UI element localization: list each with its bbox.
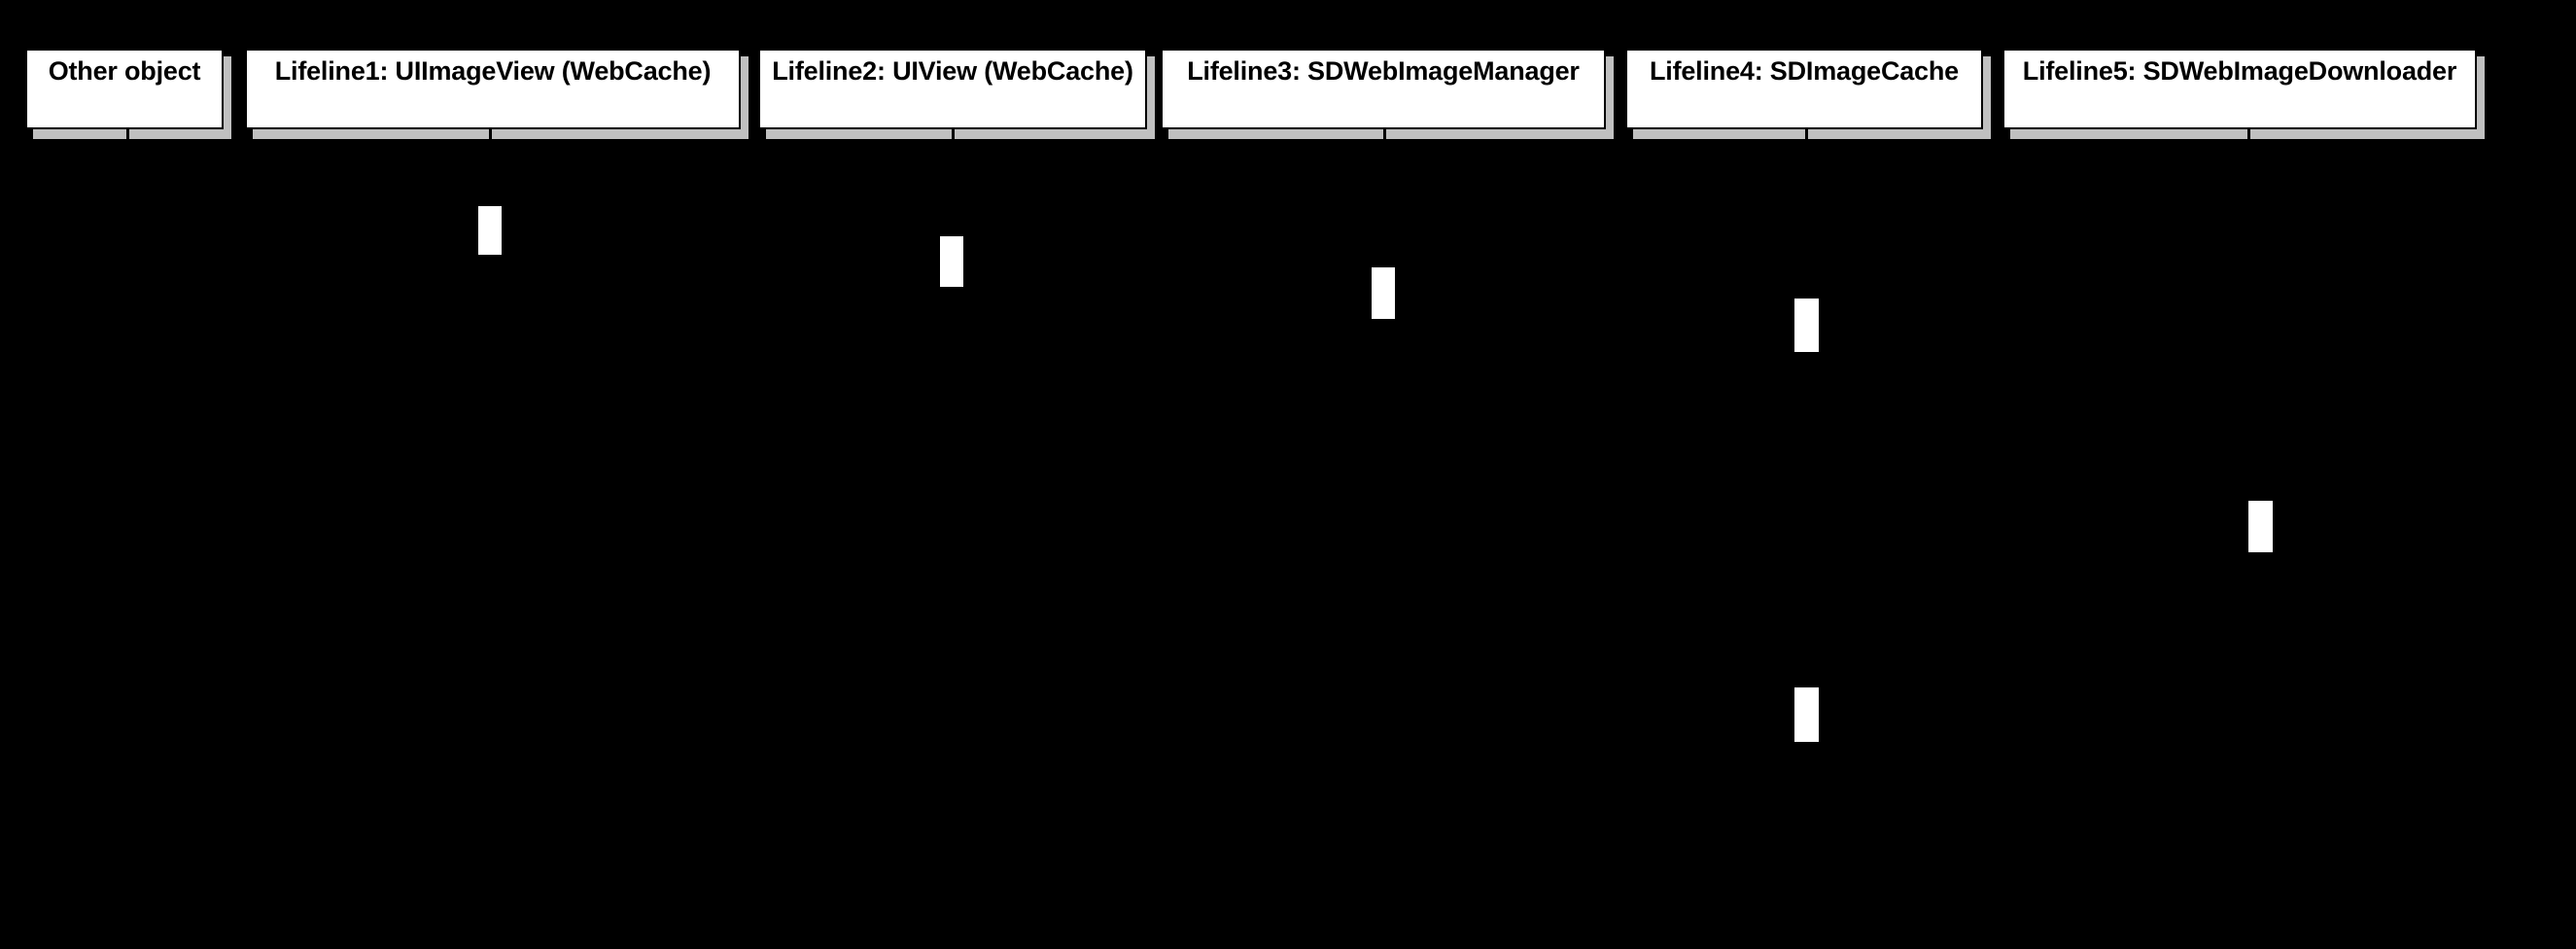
lifeline-header-lifeline1[interactable]: Lifeline1: UIImageView (WebCache) xyxy=(245,49,741,129)
lifeline-header-lifeline3[interactable]: Lifeline3: SDWebImageManager xyxy=(1161,49,1606,129)
lifeline-label-lifeline4: Lifeline4: SDImageCache xyxy=(1649,56,1959,86)
lifeline-label-lifeline3: Lifeline3: SDWebImageManager xyxy=(1187,56,1580,86)
lifeline-axis-lifeline4 xyxy=(1805,129,1807,949)
lifeline-label-other-object: Other object xyxy=(48,56,201,86)
lifeline-label-lifeline1: Lifeline1: UIImageView (WebCache) xyxy=(274,56,712,86)
activation-bar-activation-lifeline5-1[interactable] xyxy=(2248,501,2273,552)
activation-bar-activation-lifeline4-2[interactable] xyxy=(1794,687,1819,742)
lifeline-axis-other-object xyxy=(126,129,128,949)
lifeline-tick-other-object xyxy=(126,127,129,139)
lifeline-axis-lifeline2 xyxy=(952,129,954,949)
lifeline-label-lifeline5: Lifeline5: SDWebImageDownloader xyxy=(2022,56,2457,86)
lifeline-header-lifeline5[interactable]: Lifeline5: SDWebImageDownloader xyxy=(2002,49,2477,129)
activation-bar-activation-lifeline1-1[interactable] xyxy=(478,206,502,255)
activation-bar-activation-lifeline3-1[interactable] xyxy=(1372,267,1395,319)
lifeline-tick-lifeline3 xyxy=(1383,127,1386,139)
activation-bar-activation-lifeline4-1[interactable] xyxy=(1794,299,1819,352)
lifeline-tick-lifeline4 xyxy=(1805,127,1808,139)
lifeline-axis-lifeline1 xyxy=(489,129,491,949)
lifeline-header-other-object[interactable]: Other object xyxy=(25,49,224,129)
activation-bar-activation-lifeline2-1[interactable] xyxy=(940,236,963,287)
lifeline-tick-lifeline2 xyxy=(952,127,955,139)
lifeline-axis-lifeline3 xyxy=(1383,129,1385,949)
lifeline-label-lifeline2: Lifeline2: UIView (WebCache) xyxy=(772,56,1133,86)
lifeline-tick-lifeline1 xyxy=(489,127,492,139)
lifeline-header-lifeline4[interactable]: Lifeline4: SDImageCache xyxy=(1625,49,1983,129)
lifeline-header-lifeline2[interactable]: Lifeline2: UIView (WebCache) xyxy=(758,49,1147,129)
lifeline-tick-lifeline5 xyxy=(2247,127,2250,139)
